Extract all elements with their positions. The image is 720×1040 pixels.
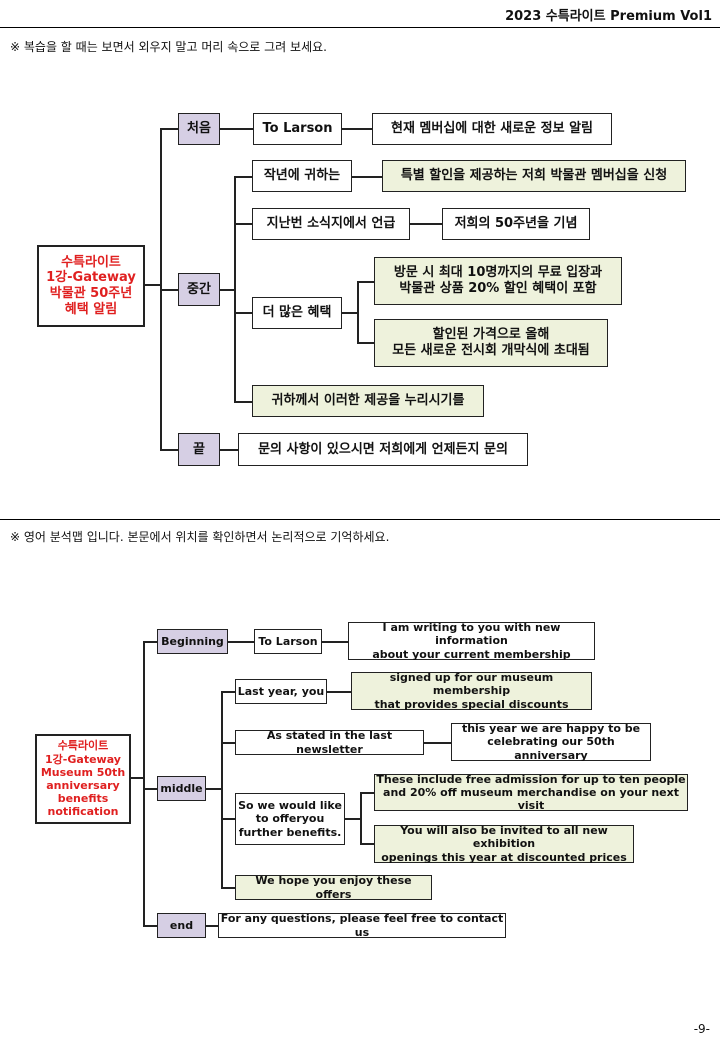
korean-anniversary-box: 저희의 50주년을 기념 (442, 208, 590, 240)
connector (160, 128, 178, 130)
connector (221, 742, 235, 744)
korean-root-box: 수특라이트 1강-Gateway 박물관 50주년 혜택 알림 (37, 245, 145, 327)
connector (206, 925, 218, 927)
english-beginning-box: Beginning (157, 629, 228, 654)
korean-newsletter-box: 지난번 소식지에서 언급 (252, 208, 410, 240)
connector (145, 284, 161, 286)
connector (221, 691, 235, 693)
english-middle-box: middle (157, 776, 206, 801)
connector (234, 176, 236, 402)
connector (357, 342, 374, 344)
header-title: 2023 수특라이트 Premium Vol1 (505, 9, 712, 24)
connector (160, 449, 178, 451)
connector (345, 818, 361, 820)
connector (234, 401, 252, 403)
connector (342, 312, 358, 314)
connector (360, 792, 374, 794)
korean-end-box: 끝 (178, 433, 220, 466)
korean-benefit1-box: 방문 시 최대 10명까지의 무료 입장과 박물관 상품 20% 할인 혜택이 … (374, 257, 622, 305)
connector (221, 818, 235, 820)
english-contact-box: For any questions, please feel free to c… (218, 912, 506, 939)
connector (357, 281, 374, 283)
connector (228, 641, 254, 643)
english-end-box: end (157, 913, 206, 938)
connector (221, 691, 223, 888)
connector (424, 742, 451, 744)
english-enjoy-box: We hope you enjoy these offers (235, 874, 432, 901)
english-anniversary-box: this year we are happy to be celebrating… (451, 722, 651, 762)
connector (234, 312, 252, 314)
english-signed-up-box: signed up for our museum membership that… (351, 671, 592, 711)
connector (143, 925, 157, 927)
english-benefit1-box: These include free admission for up to t… (374, 773, 688, 812)
connector (234, 176, 252, 178)
english-purpose-box: I am writing to you with new information… (348, 621, 595, 661)
connector (220, 289, 235, 291)
english-more-benefits-box: So we would like to offeryou further ben… (235, 793, 345, 845)
connector (410, 223, 442, 225)
korean-contact-box: 문의 사항이 있으시면 저희에게 언제든지 문의 (238, 433, 528, 466)
korean-to-box: To Larson (253, 113, 342, 145)
connector (143, 641, 157, 643)
korean-signed-up-box: 특별 할인을 제공하는 저희 박물관 멤버십을 신청 (382, 160, 686, 192)
section-rule (0, 519, 720, 520)
english-newsletter-box: As stated in the last newsletter (235, 729, 424, 756)
korean-last-year-box: 작년에 귀하는 (252, 160, 352, 192)
connector (360, 843, 374, 845)
top-note: ※ 복습을 할 때는 보면서 외우지 말고 머리 속으로 그려 보세요. (10, 40, 327, 54)
connector (360, 792, 362, 844)
korean-beginning-box: 처음 (178, 113, 220, 145)
connector (143, 641, 145, 926)
korean-enjoy-box: 귀하께서 이러한 제공을 누리시기를 (252, 385, 484, 417)
connector (322, 641, 348, 643)
connector (342, 128, 372, 130)
korean-purpose-box: 현재 멤버십에 대한 새로운 정보 알림 (372, 113, 612, 145)
korean-more-benefits-box: 더 많은 혜택 (252, 297, 342, 329)
connector (160, 289, 178, 291)
english-last-year-box: Last year, you (235, 679, 327, 704)
korean-middle-box: 중간 (178, 273, 220, 306)
connector (352, 176, 382, 178)
connector (221, 887, 235, 889)
connector (220, 128, 253, 130)
english-benefit2-box: You will also be invited to all new exhi… (374, 824, 634, 864)
connector (234, 223, 252, 225)
bottom-note: ※ 영어 분석맵 입니다. 본문에서 위치를 확인하면서 논리적으로 기억하세요… (10, 530, 390, 544)
english-root-box: 수특라이트 1강-Gateway Museum 50th anniversary… (35, 734, 131, 824)
connector (131, 777, 144, 779)
korean-benefit2-box: 할인된 가격으로 올해 모든 새로운 전시회 개막식에 초대됨 (374, 319, 608, 367)
connector (143, 788, 157, 790)
page-number: -9- (693, 1022, 710, 1036)
header-rule (0, 27, 720, 28)
connector (220, 449, 238, 451)
english-to-box: To Larson (254, 629, 322, 654)
connector (327, 691, 351, 693)
connector (357, 281, 359, 343)
connector (206, 788, 222, 790)
